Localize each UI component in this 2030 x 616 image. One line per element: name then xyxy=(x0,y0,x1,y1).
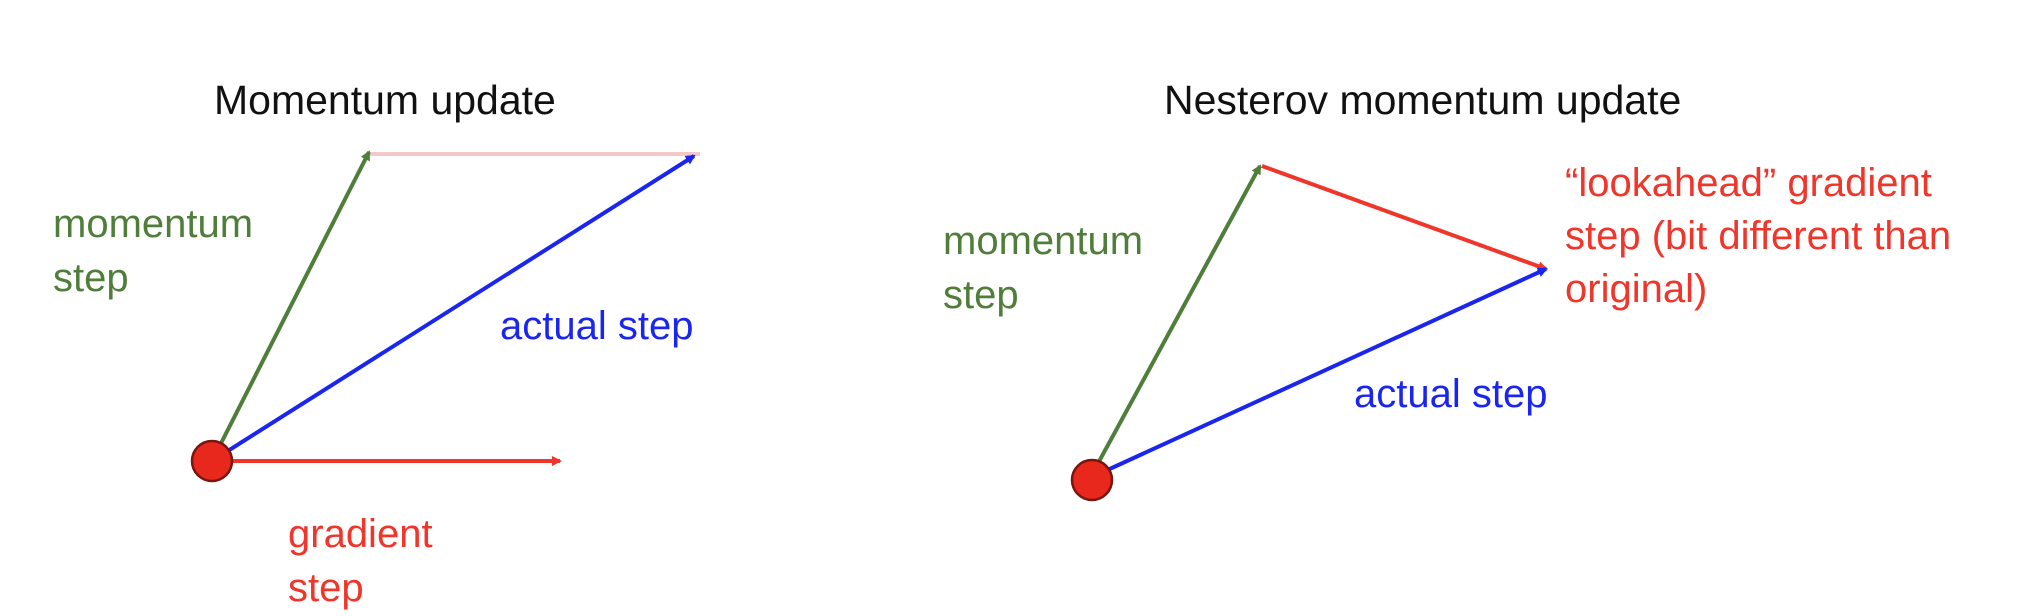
left-gradient-label-line1: gradient xyxy=(288,512,433,556)
right-actual-step-label: actual step xyxy=(1354,372,1548,416)
left-actual-step-arrow xyxy=(210,154,696,463)
left-momentum-label-line2: step xyxy=(53,256,129,300)
left-momentum-step-arrow xyxy=(210,150,371,462)
left-actual-step-label: actual step xyxy=(500,304,694,348)
right-lookahead-label-line2: step (bit different than xyxy=(1565,214,1952,258)
left-gradient-label-line2: step xyxy=(288,566,364,610)
right-actual-step-arrow xyxy=(1089,267,1548,480)
right-lookahead-gradient-arrow xyxy=(1261,164,1548,271)
right-panel-diagram xyxy=(1070,164,1548,502)
left-momentum-label-line1: momentum xyxy=(53,202,254,246)
left-start-point xyxy=(190,439,234,483)
left-panel-diagram xyxy=(190,150,700,483)
right-start-point xyxy=(1070,458,1114,502)
right-momentum-step-arrow xyxy=(1088,164,1262,479)
right-lookahead-label-line1: “lookahead” gradient xyxy=(1565,161,1932,205)
right-momentum-label-line1: momentum xyxy=(943,219,1144,263)
right-lookahead-label-line3: original) xyxy=(1565,267,1708,311)
left-panel-title: Momentum update xyxy=(214,77,556,123)
right-panel-title: Nesterov momentum update xyxy=(1164,77,1682,123)
right-momentum-label-line2: step xyxy=(943,273,1019,317)
